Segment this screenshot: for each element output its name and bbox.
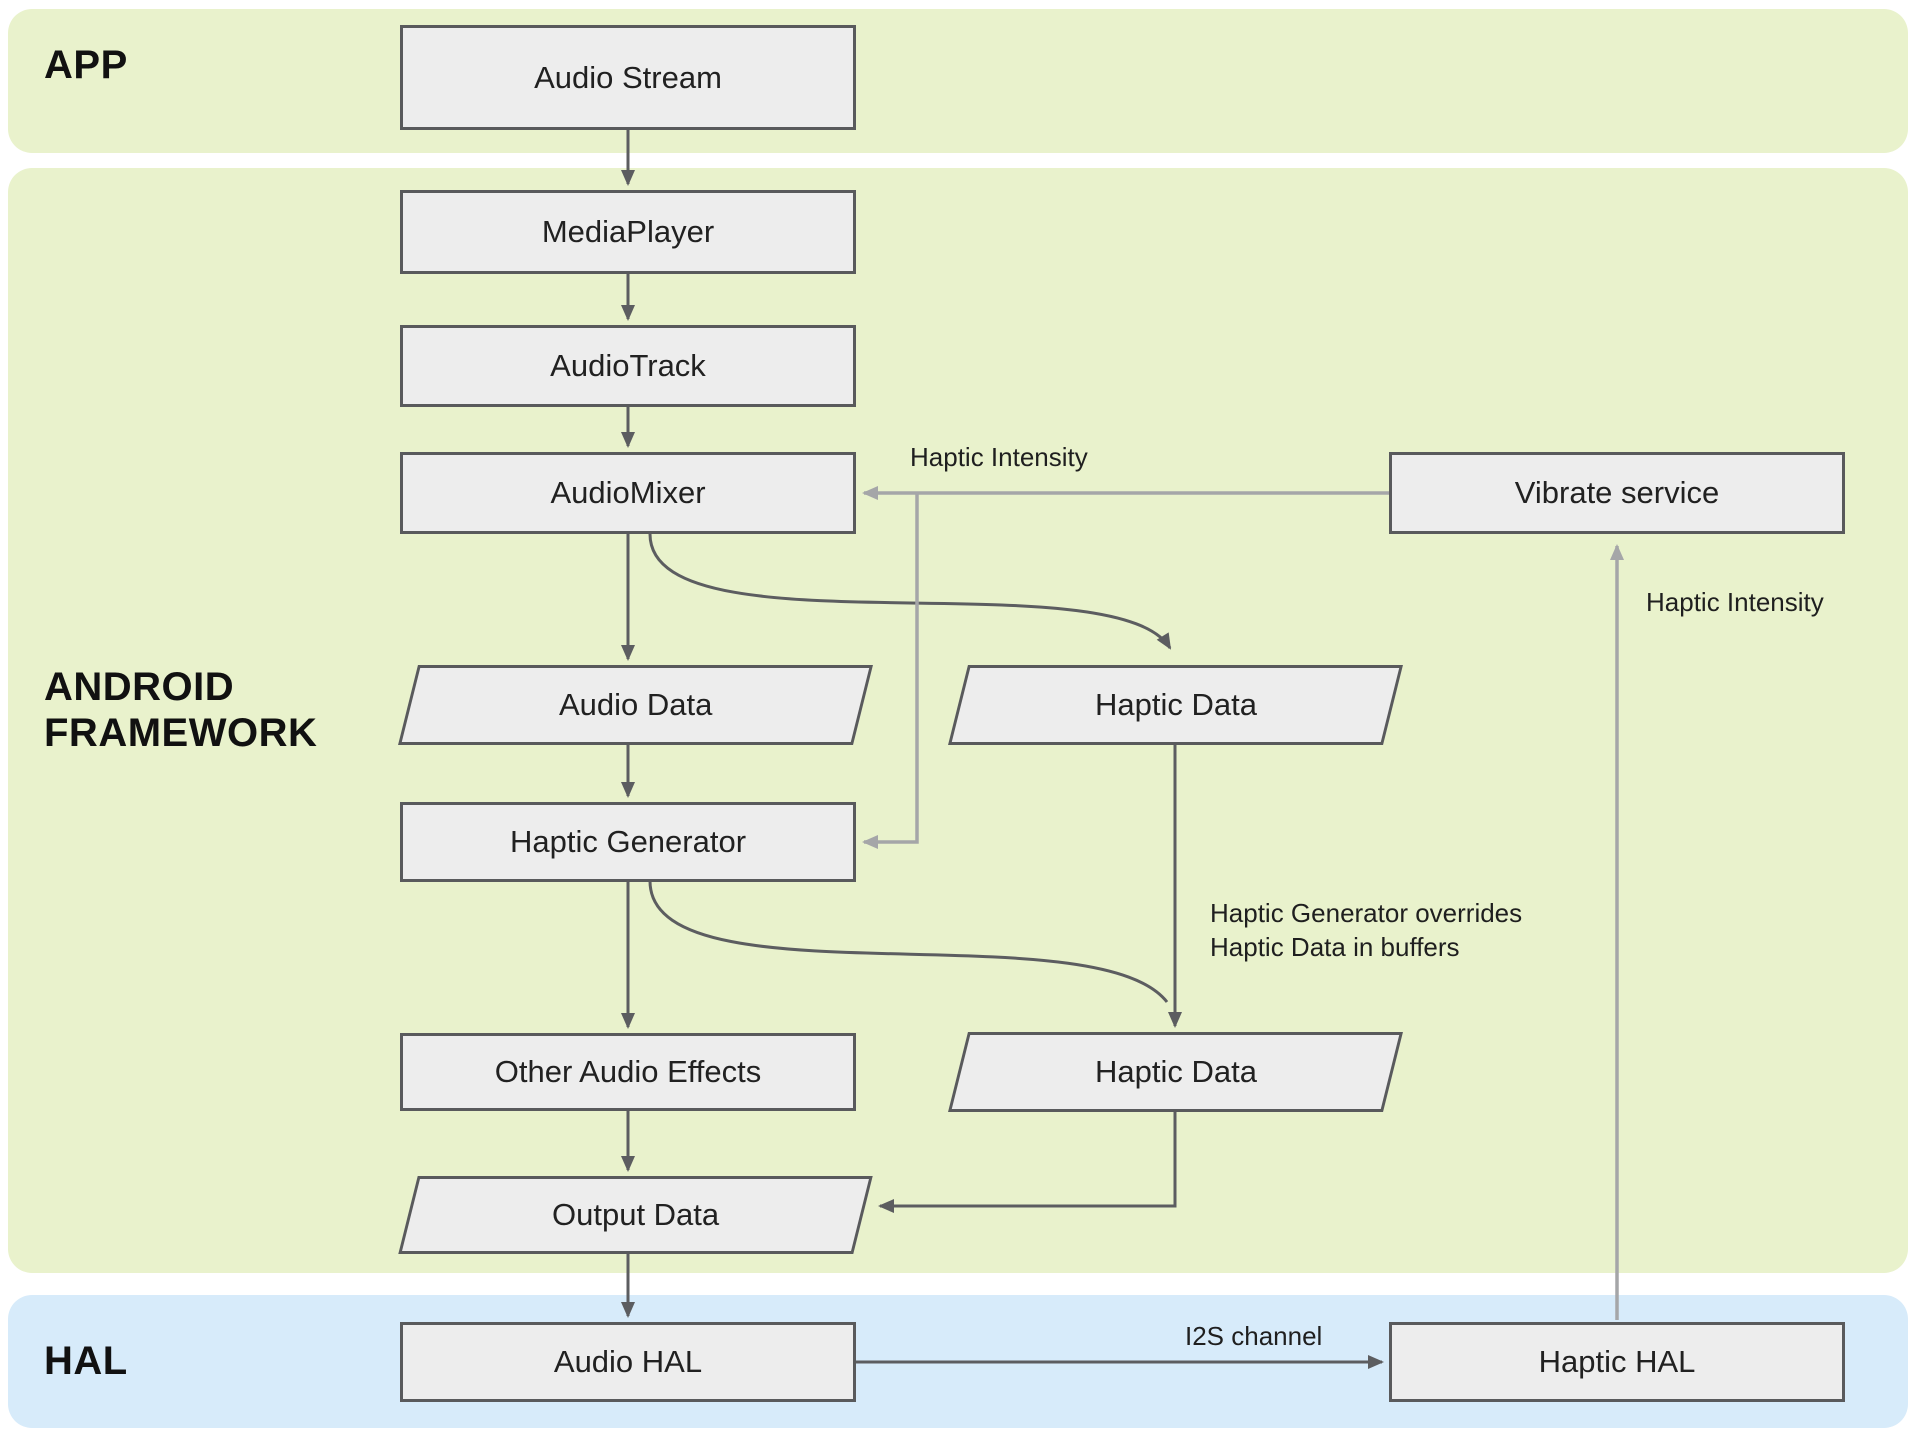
node-vibrate-service: Vibrate service <box>1389 452 1845 534</box>
haptic-intensity-label-top: Haptic Intensity <box>910 442 1088 472</box>
node-audio-data: Audio Data <box>398 665 873 745</box>
band-hal-label: HAL <box>44 1339 128 1383</box>
node-haptic-generator: Haptic Generator <box>400 802 856 882</box>
node-other-audio-effects: Other Audio Effects <box>400 1033 856 1111</box>
node-media-player: MediaPlayer <box>400 190 856 274</box>
band-app-label: APP <box>44 43 128 87</box>
haptic-override-note: Haptic Generator overrides Haptic Data i… <box>1210 898 1523 962</box>
node-haptic-data-2: Haptic Data <box>948 1032 1403 1112</box>
i2s-channel-label: I2S channel <box>1185 1321 1323 1351</box>
node-audio-hal: Audio HAL <box>400 1322 856 1402</box>
node-output-data: Output Data <box>398 1176 873 1254</box>
node-audio-track: AudioTrack <box>400 325 856 407</box>
node-audio-mixer: AudioMixer <box>400 452 856 534</box>
node-audio-stream: Audio Stream <box>400 25 856 130</box>
node-haptic-hal: Haptic HAL <box>1389 1322 1845 1402</box>
band-framework-label: ANDROID FRAMEWORK <box>44 665 318 755</box>
node-haptic-data-1: Haptic Data <box>948 665 1403 745</box>
haptic-intensity-label-right: Haptic Intensity <box>1646 587 1824 617</box>
band-app <box>8 9 1908 153</box>
